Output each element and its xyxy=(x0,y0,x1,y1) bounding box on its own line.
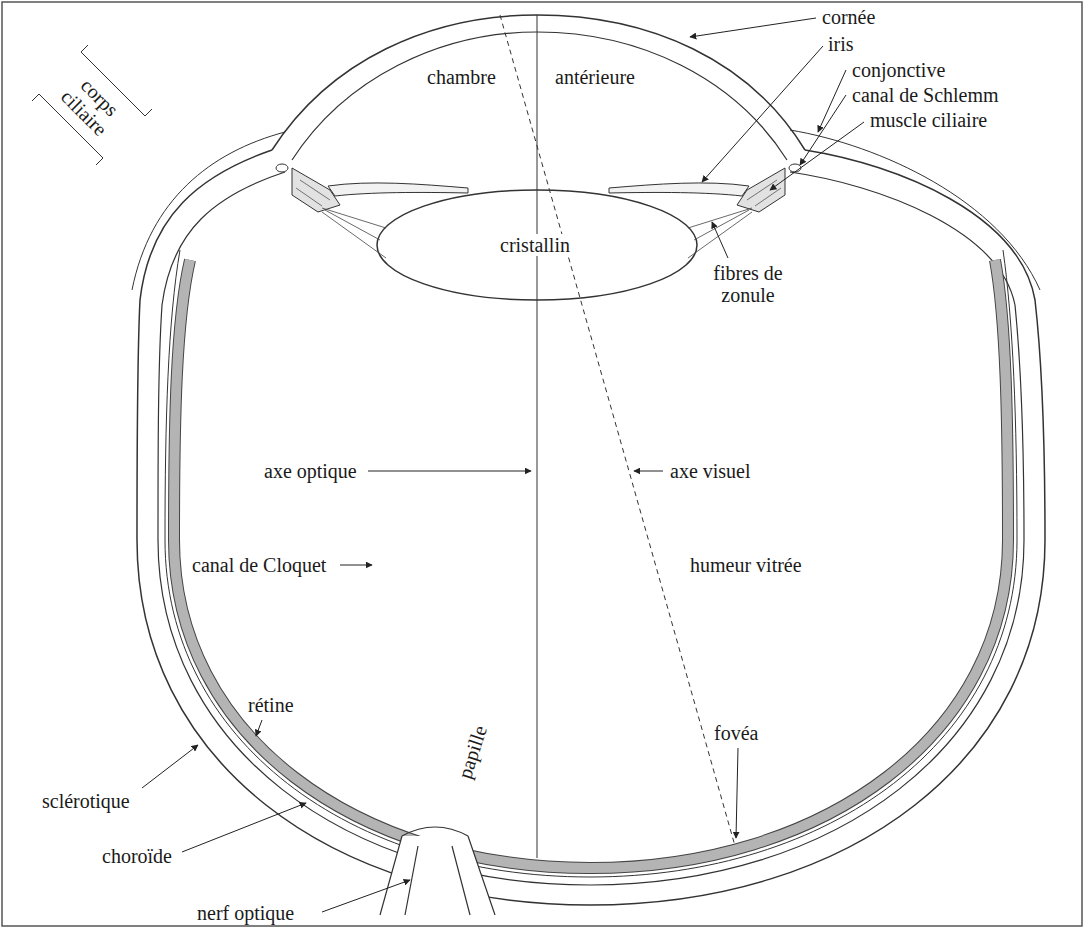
schlemm-canal xyxy=(276,164,288,172)
part-label: corps ciliaire xyxy=(50,63,135,148)
leader-line xyxy=(256,720,262,736)
part-label: fovéa xyxy=(712,722,760,744)
leader-line xyxy=(736,748,738,838)
part-label: humeur vitrée xyxy=(688,554,804,576)
part-label: axe visuel xyxy=(668,460,753,482)
visual-axis xyxy=(500,15,735,846)
leader-line xyxy=(800,95,846,165)
retina xyxy=(174,260,1008,868)
cornea-outer xyxy=(272,15,805,150)
iris xyxy=(609,183,749,196)
choroid xyxy=(165,250,1017,877)
part-label: nerf optique xyxy=(195,902,296,924)
papilla xyxy=(402,827,468,836)
sclera-inner xyxy=(158,172,1024,885)
schlemm-canal xyxy=(789,164,801,172)
cornea-inner xyxy=(292,32,787,160)
part-label: canal de Cloquet xyxy=(190,554,328,576)
pointer-arrow xyxy=(340,565,372,566)
leader-line xyxy=(142,745,198,788)
part-label: papille xyxy=(453,721,492,783)
retina-outline xyxy=(174,260,1008,868)
conjunctiva xyxy=(132,132,285,290)
optic-nerve-ground xyxy=(380,836,495,915)
iris xyxy=(328,183,468,196)
part-label: cornée xyxy=(820,6,877,28)
bracket xyxy=(32,45,152,165)
leader-line xyxy=(712,222,728,258)
optic-nerve xyxy=(380,836,495,915)
part-label: axe optique xyxy=(262,460,359,482)
leader-line xyxy=(182,803,306,852)
part-label: iris xyxy=(826,33,856,55)
leader-line xyxy=(322,880,410,912)
optical-axis xyxy=(537,15,538,858)
part-label: muscle ciliaire xyxy=(868,109,989,131)
part-label: chambre xyxy=(425,66,498,88)
conjunctiva xyxy=(790,130,1040,290)
sclera-outer xyxy=(137,150,1045,905)
leader-line xyxy=(702,46,823,182)
part-label: canal de Schlemm xyxy=(850,84,1001,106)
leader-line xyxy=(770,122,864,190)
part-label: sclérotique xyxy=(40,790,132,812)
part-label: cristallin xyxy=(498,234,572,256)
part-label: fibres de zonule xyxy=(700,262,796,306)
leader-line xyxy=(690,18,816,37)
pointer-arrow xyxy=(368,471,531,472)
part-label: antérieure xyxy=(553,66,637,88)
part-label: rétine xyxy=(246,694,296,716)
pointer-arrow xyxy=(634,471,663,472)
part-label: conjonctive xyxy=(850,59,947,81)
part-label: choroïde xyxy=(100,845,174,867)
